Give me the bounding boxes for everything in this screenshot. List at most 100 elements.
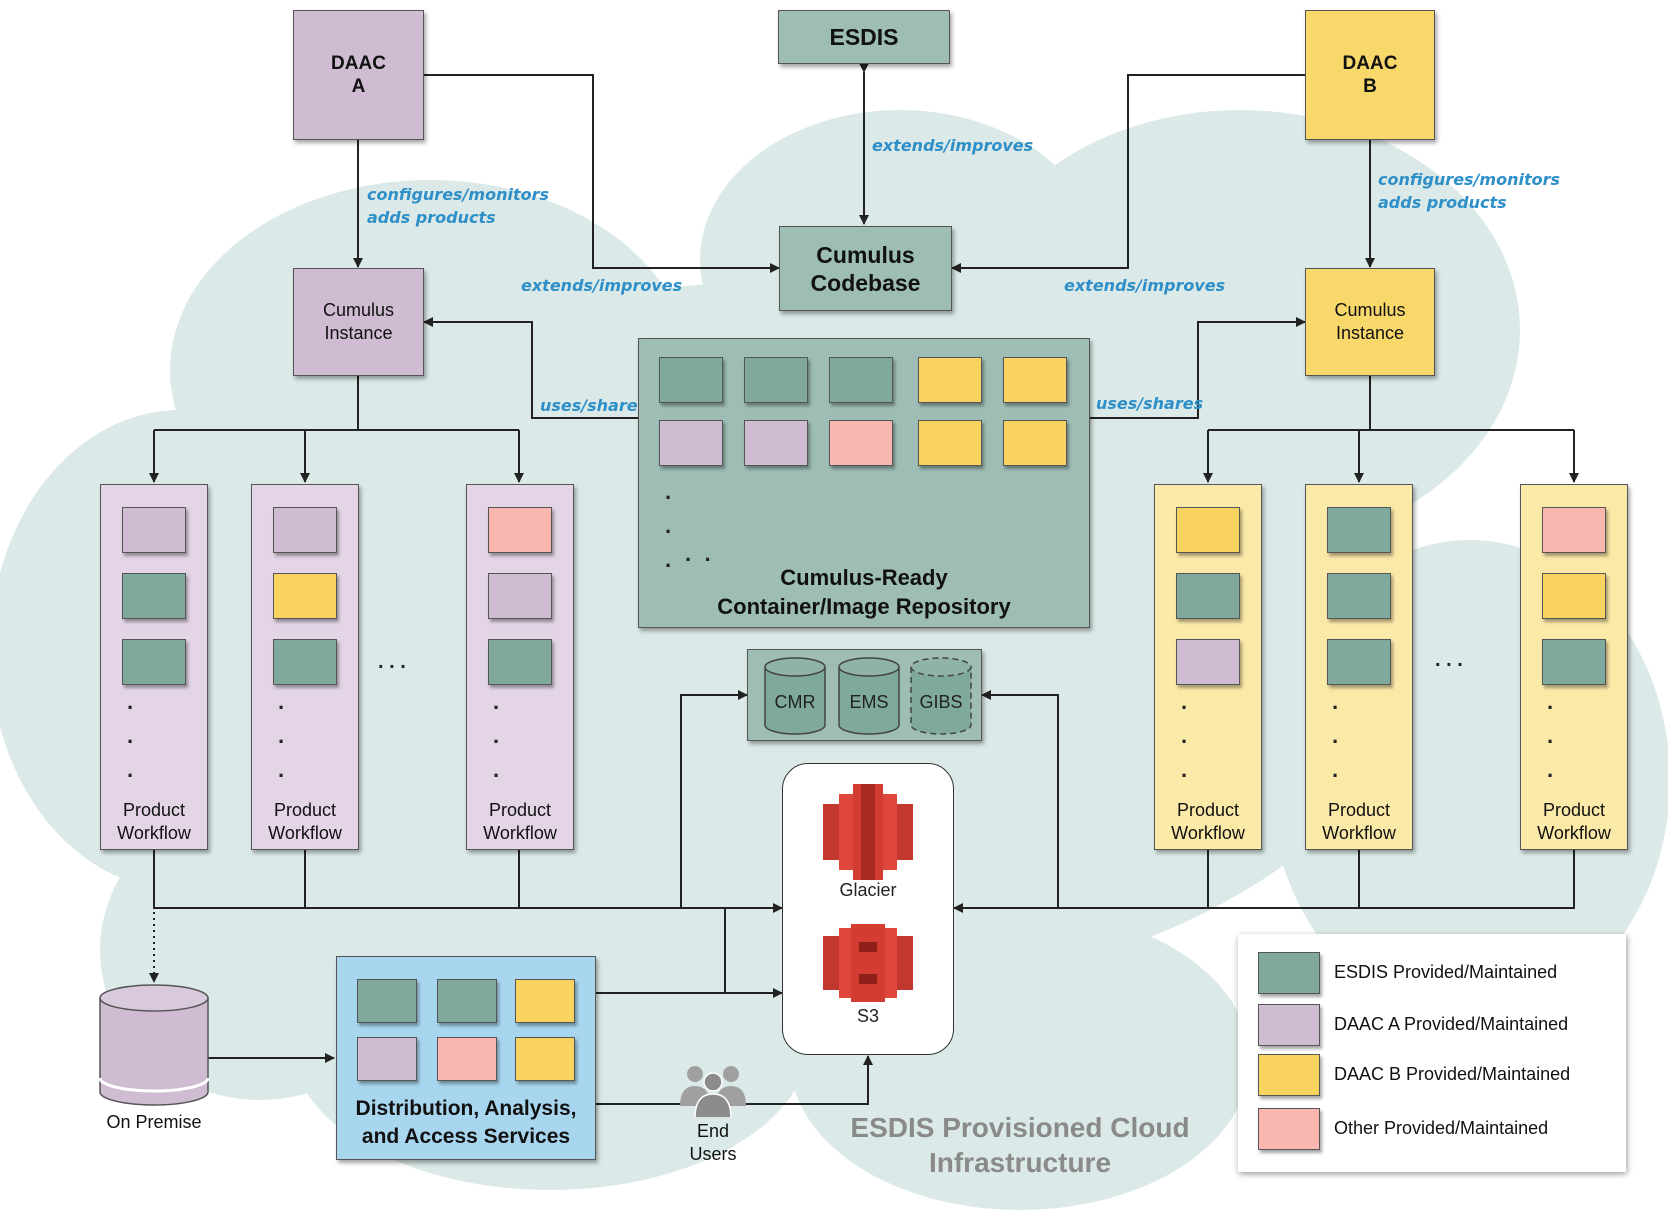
legend-label-daac-b: DAAC B Provided/Maintained [1334, 1064, 1571, 1084]
workflow-a-3[interactable]: ··· Product Workflow [466, 484, 574, 850]
workflow-b-3-step-2 [1542, 573, 1606, 619]
cumulus-codebase-label: Cumulus Codebase [810, 241, 921, 296]
workflow-b-3-label: Product Workflow [1537, 800, 1611, 843]
services-image-daac-b-2 [515, 1037, 575, 1081]
distribution-services-box[interactable]: Distribution, Analysis, and Access Servi… [336, 956, 596, 1160]
workflow-a-2-step-1 [273, 507, 337, 553]
metadata-services-box: CMR EMS GIBS [747, 649, 982, 741]
workflow-a-3-step-2 [488, 573, 552, 619]
services-image-esdis-2 [437, 979, 497, 1023]
edge-label-esdis-extends: extends/improves [872, 136, 1034, 155]
repo-vertical-dots: ··· [665, 485, 673, 578]
repo-image-daac-b-3 [918, 420, 982, 466]
workflow-b-2-step-1 [1327, 507, 1391, 553]
glacier-label: Glacier [839, 880, 897, 900]
edge-label-daac-b-extends: extends/improves [1064, 276, 1226, 295]
repo-image-daac-b-4 [1003, 420, 1067, 466]
repo-horizontal-dots: · · [685, 547, 712, 572]
repo-image-daac-a-2 [744, 420, 808, 466]
edge-label-daac-b-configures: configures/monitors adds products [1378, 170, 1561, 212]
repo-image-esdis-3 [829, 357, 893, 403]
workflow-a-1-dots: ··· [127, 695, 135, 788]
daac-a-box[interactable]: DAAC A [293, 10, 424, 140]
glacier-icon[interactable] [823, 784, 913, 880]
legend-label-other: Other Provided/Maintained [1334, 1118, 1549, 1138]
workflow-a-1-step-3 [122, 639, 186, 685]
s3-icon[interactable] [823, 924, 913, 1002]
on-premise-database-icon[interactable] [96, 982, 212, 1112]
workflow-b-2-label: Product Workflow [1322, 800, 1396, 843]
legend: ESDIS Provided/Maintained DAAC A Provide… [1238, 934, 1626, 1172]
cmr-database-icon[interactable] [762, 656, 828, 736]
repo-image-other-1 [829, 420, 893, 466]
gibs-database-icon[interactable] [908, 656, 974, 736]
repo-image-esdis-1 [659, 357, 723, 403]
esdis-label: ESDIS [829, 23, 899, 50]
workflow-a-1[interactable]: ··· Product Workflow [100, 484, 208, 850]
workflow-a-1-step-2 [122, 573, 186, 619]
edge-label-instance-a-uses: uses/shares [540, 396, 648, 415]
legend-swatch-esdis [1258, 952, 1320, 994]
workflow-b-2[interactable]: ··· Product Workflow [1305, 484, 1413, 850]
connectors [149, 63, 1579, 1109]
workflow-a-1-label: Product Workflow [117, 800, 191, 843]
distribution-services-label: Distribution, Analysis, and Access Servi… [355, 1097, 577, 1148]
legend-label-esdis: ESDIS Provided/Maintained [1334, 962, 1558, 982]
workflow-b-1-step-2 [1176, 573, 1240, 619]
workflow-a-2[interactable]: ··· Product Workflow [251, 484, 359, 850]
workflow-a-3-label: Product Workflow [483, 800, 557, 843]
legend-swatch-daac-a [1258, 1004, 1320, 1046]
legend-label-daac-a: DAAC A Provided/Maintained [1334, 1014, 1569, 1034]
edge-label-daac-a-extends: extends/improves [521, 276, 683, 295]
repository-label: Cumulus-Ready Container/Image Repository [717, 565, 1011, 619]
legend-swatch-daac-b [1258, 1054, 1320, 1096]
workflow-b-2-dots: ··· [1332, 695, 1340, 788]
s3-label: S3 [856, 1006, 880, 1026]
cmr-label: CMR [774, 692, 816, 712]
cumulus-instance-b-box[interactable]: Cumulus Instance [1305, 268, 1435, 376]
end-users-icon[interactable] [678, 1064, 748, 1118]
repo-image-daac-b-2 [1003, 357, 1067, 403]
workflow-b-1-step-3 [1176, 639, 1240, 685]
gibs-label: GIBS [919, 692, 963, 712]
ems-label: EMS [849, 692, 889, 712]
esdis-box[interactable]: ESDIS [778, 10, 950, 64]
cumulus-instance-a-box[interactable]: Cumulus Instance [293, 268, 424, 376]
cumulus-codebase-box[interactable]: Cumulus Codebase [779, 226, 952, 311]
workflow-a-1-step-1 [122, 507, 186, 553]
workflow-a-2-step-3 [273, 639, 337, 685]
workflow-b-2-step-3 [1327, 639, 1391, 685]
services-image-daac-b-1 [515, 979, 575, 1023]
workflow-a-2-dots: ··· [278, 695, 286, 788]
workflow-b-3-dots: ··· [1547, 695, 1555, 788]
end-users-label: End Users [689, 1121, 737, 1164]
workflow-b-1-label: Product Workflow [1171, 800, 1245, 843]
workflow-a-3-step-3 [488, 639, 552, 685]
workflow-a-3-dots: ··· [493, 695, 501, 788]
workflow-b-1-dots: ··· [1181, 695, 1189, 788]
workflow-b-3-step-3 [1542, 639, 1606, 685]
repo-image-daac-b-1 [918, 357, 982, 403]
services-image-daac-a-1 [357, 1037, 417, 1081]
workflow-b-1[interactable]: ··· Product Workflow [1154, 484, 1262, 850]
container-repository-box[interactable]: ··· · · Cumulus-Ready Container/Image Re… [638, 338, 1090, 628]
workflow-b-3-step-1 [1542, 507, 1606, 553]
services-image-other-1 [437, 1037, 497, 1081]
workflow-b-3[interactable]: ··· Product Workflow [1520, 484, 1628, 850]
workflows-b-ellipsis: . . . [1435, 649, 1463, 671]
workflow-a-2-step-2 [273, 573, 337, 619]
daac-b-label: DAAC B [1342, 53, 1398, 97]
on-premise-label: On Premise [106, 1112, 202, 1132]
workflow-a-3-step-1 [488, 507, 552, 553]
cumulus-instance-b-label: Cumulus Instance [1334, 300, 1406, 343]
workflow-b-2-step-2 [1327, 573, 1391, 619]
cumulus-instance-a-label: Cumulus Instance [322, 300, 395, 343]
ems-database-icon[interactable] [836, 656, 902, 736]
workflow-a-2-label: Product Workflow [268, 800, 342, 843]
services-image-esdis-1 [357, 979, 417, 1023]
repo-image-daac-a-1 [659, 420, 723, 466]
daac-a-label: DAAC A [331, 53, 386, 97]
legend-swatch-other [1258, 1108, 1320, 1150]
edge-label-instance-b-uses: uses/shares [1096, 394, 1204, 413]
daac-b-box[interactable]: DAAC B [1305, 10, 1435, 140]
